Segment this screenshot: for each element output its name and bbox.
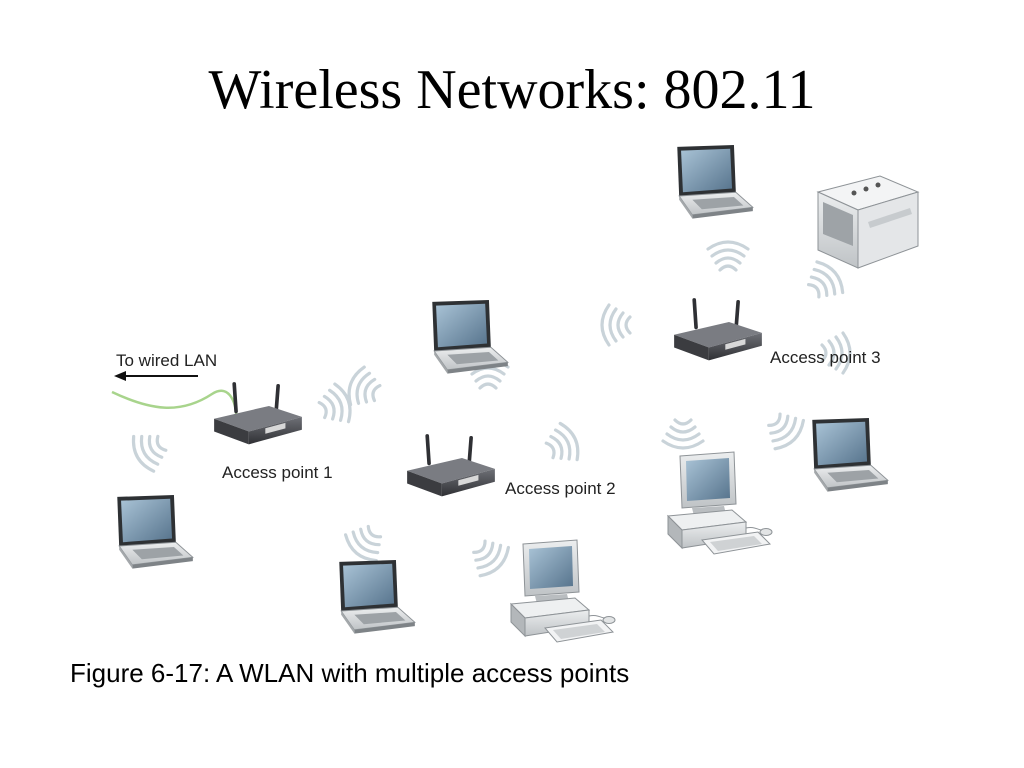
desktop-computer-icon	[510, 539, 616, 643]
wave-ap3-top	[706, 240, 750, 272]
wave-ap1-laptop	[125, 424, 174, 477]
wave-ap2-desktop	[463, 531, 515, 583]
label-access-point-2: Access point 2	[505, 479, 616, 498]
laptop-icon	[676, 144, 754, 220]
laptop-icon	[431, 299, 509, 375]
label-access-point-3: Access point 3	[770, 348, 881, 367]
wave-ap3-left	[600, 303, 632, 347]
access-point-3-icon	[672, 298, 764, 363]
wlan-diagram: To wired LAN Access point 1	[111, 144, 920, 643]
slide-title: Wireless Networks: 802.11	[208, 59, 816, 121]
laptop-icon	[116, 494, 194, 570]
wave-ap3-bottom	[661, 418, 705, 450]
arrow-left-icon	[114, 371, 126, 381]
desktop-computer-icon	[667, 451, 773, 555]
laptop-icon	[811, 417, 889, 493]
wired-lan-link: To wired LAN	[111, 351, 238, 423]
figure-caption: Figure 6-17: A WLAN with multiple access…	[70, 658, 630, 688]
wave-ap2-laptop	[339, 517, 392, 568]
wave-ap2-left	[342, 363, 386, 414]
access-point-2-icon	[405, 434, 497, 499]
label-access-point-1: Access point 1	[222, 463, 333, 482]
wave-ap3-laptop	[758, 404, 810, 456]
label-to-wired-lan: To wired LAN	[116, 351, 217, 370]
wave-ap3-printer	[799, 255, 850, 308]
laptop-icon	[338, 559, 416, 635]
wave-ap2-right	[539, 418, 586, 471]
printer-icon	[816, 175, 920, 269]
